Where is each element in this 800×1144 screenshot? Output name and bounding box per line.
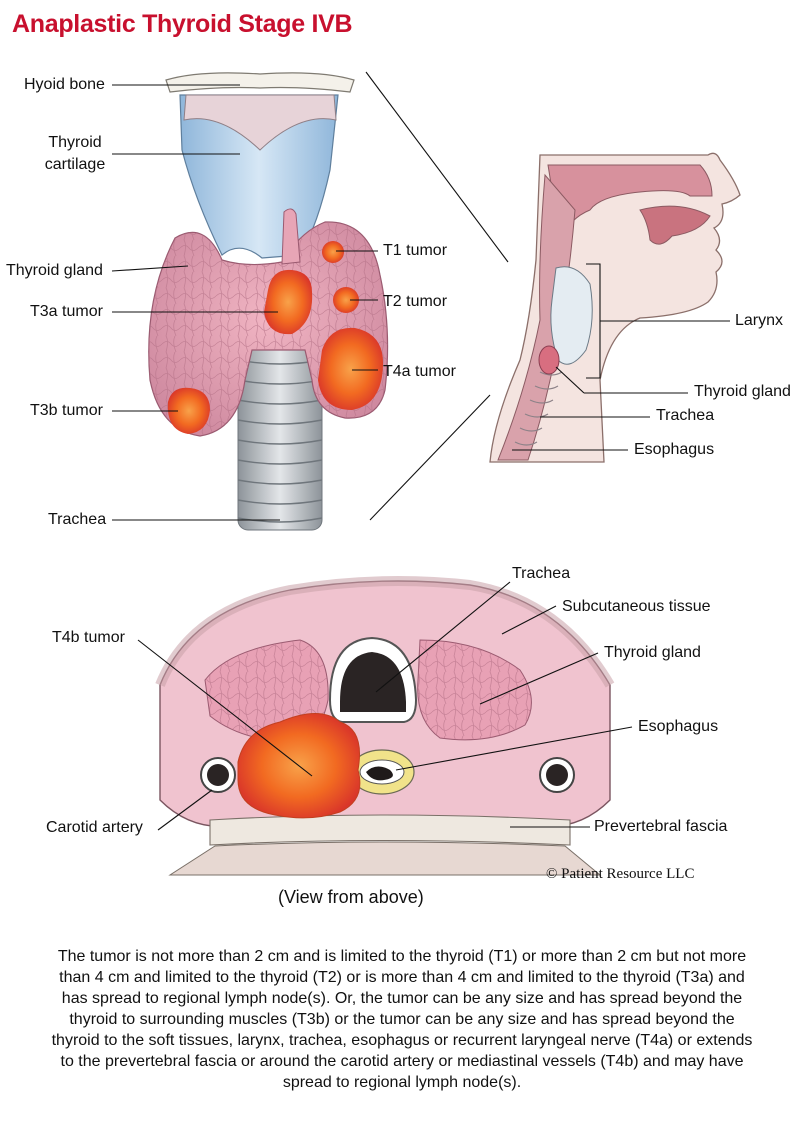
t1-tumor-shape: [322, 241, 344, 263]
cross-leader-lines: [137, 581, 633, 831]
t2-tumor-shape: [333, 287, 359, 313]
front-leader-lines: [111, 71, 509, 521]
t3a-tumor-shape: [264, 269, 313, 335]
side-thyroid-gland: [538, 345, 560, 375]
label-trachea-front: Trachea: [48, 511, 107, 528]
label-t4b-tumor: T4b tumor: [52, 629, 125, 646]
caption-text: The tumor is not more than 2 cm and is l…: [51, 948, 753, 1091]
side-leader-lines: [512, 263, 730, 451]
page-title: Anaplastic Thyroid Stage IVB: [12, 10, 353, 38]
label-t4a-tumor: T4a tumor: [383, 363, 456, 380]
label-subcutaneous-tissue: Subcutaneous tissue: [562, 598, 711, 615]
view-note: (View from above): [278, 887, 424, 907]
front-view-drawing: [148, 72, 389, 531]
label-trachea-side: Trachea: [656, 407, 715, 424]
carotid-arteries: [200, 757, 575, 793]
label-t2-tumor: T2 tumor: [383, 293, 448, 310]
copyright-notice: © Patient Resource LLC: [546, 866, 695, 882]
label-thyroid-gland-side: Thyroid gland: [694, 383, 791, 400]
label-thyroid-cartilage-line2: cartilage: [44, 156, 106, 173]
t4a-tumor-shape: [318, 327, 384, 410]
label-t3b-tumor: T3b tumor: [30, 402, 103, 419]
thyroid-cartilage-shape: [179, 94, 339, 259]
label-esophagus-cross: Esophagus: [638, 718, 719, 735]
label-t1-tumor: T1 tumor: [383, 242, 448, 259]
hyoid-bone-shape: [165, 72, 355, 93]
label-carotid-artery: Carotid artery: [46, 819, 143, 836]
label-larynx: Larynx: [735, 312, 784, 329]
label-t3a-tumor: T3a tumor: [30, 303, 103, 320]
side-view-drawing: [489, 152, 741, 463]
label-trachea-cross: Trachea: [512, 565, 571, 582]
label-thyroid-gland-front: Thyroid gland: [6, 262, 103, 279]
label-thyroid-gland-cross: Thyroid gland: [604, 644, 701, 661]
label-thyroid-cartilage-line1: Thyroid: [48, 134, 102, 151]
cross-section-drawing: [155, 576, 615, 876]
t3b-tumor-shape: [167, 387, 210, 434]
label-esophagus-side: Esophagus: [634, 441, 715, 458]
front-trachea: [237, 339, 323, 531]
label-hyoid-bone: Hyoid bone: [24, 76, 105, 93]
label-prevertebral-fascia: Prevertebral fascia: [594, 818, 728, 835]
